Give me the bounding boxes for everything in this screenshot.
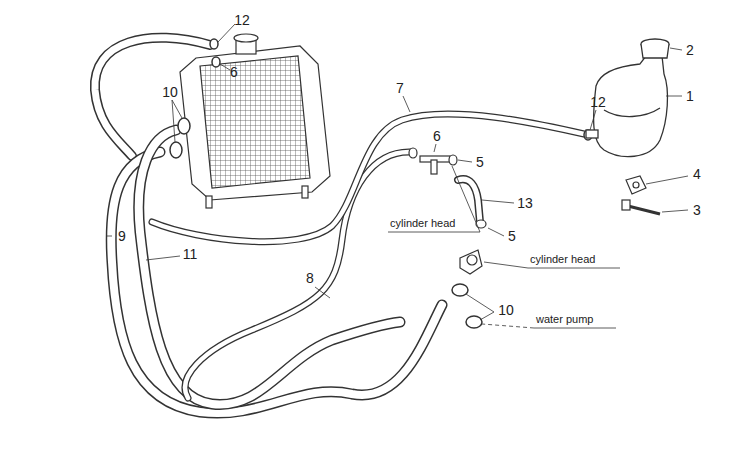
location-note: cylinder head xyxy=(390,218,455,231)
callout-number: 11 xyxy=(183,247,198,261)
t-fitting xyxy=(409,148,486,274)
callout-number: 8 xyxy=(306,271,314,285)
callout-number: 5 xyxy=(476,155,484,169)
callout-number: 10 xyxy=(498,303,514,317)
hoses xyxy=(95,38,584,413)
callout-number: 12 xyxy=(590,95,606,109)
callout-number: 12 xyxy=(234,13,250,27)
callout-number: 3 xyxy=(693,203,701,217)
hose-clamps xyxy=(170,39,592,328)
location-note: cylinder head xyxy=(530,254,595,267)
expansion-tank xyxy=(586,39,669,157)
callout-number: 1 xyxy=(686,89,694,103)
callout-number: 2 xyxy=(686,43,694,57)
callout-number: 5 xyxy=(508,229,516,243)
location-note: water pump xyxy=(536,314,593,327)
leader-lines xyxy=(106,24,688,328)
callout-number: 9 xyxy=(118,229,126,243)
callout-number: 4 xyxy=(693,167,701,181)
radiator xyxy=(180,34,330,208)
callout-number: 6 xyxy=(433,129,441,143)
callout-number: 13 xyxy=(517,196,533,210)
bracket-and-screw xyxy=(622,176,660,214)
callout-number: 7 xyxy=(396,81,404,95)
callout-number: 10 xyxy=(162,85,178,99)
callout-number: 6 xyxy=(230,65,238,79)
